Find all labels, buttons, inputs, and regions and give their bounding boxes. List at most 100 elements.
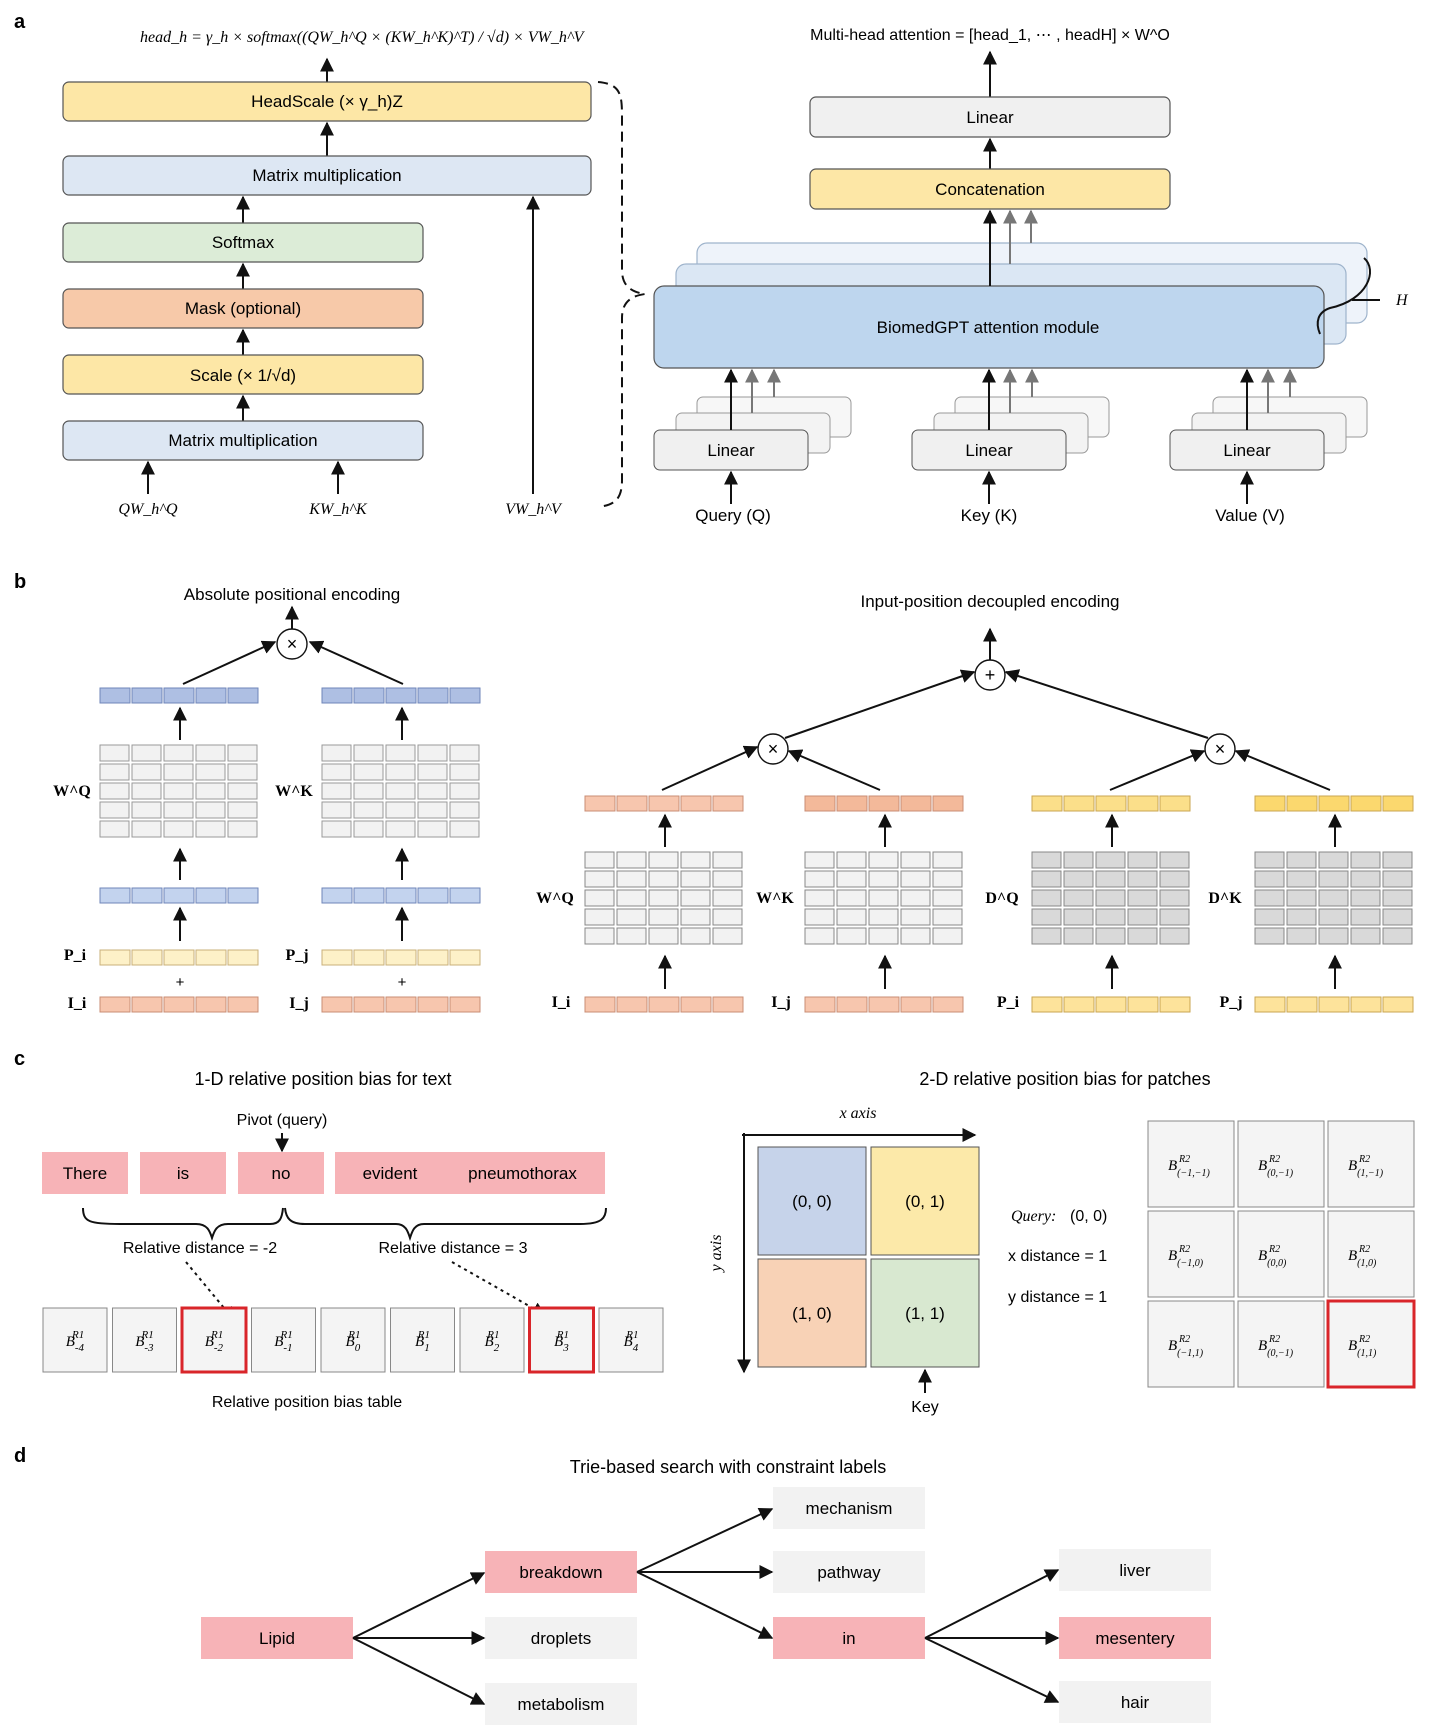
in-label: in (842, 1629, 855, 1648)
matrix-cell (1382, 870, 1413, 888)
matrix-cell (163, 763, 194, 781)
quadrant-cell (870, 1146, 980, 1256)
abs-title: Absolute positional encoding (184, 585, 400, 604)
matrix-cell (99, 744, 130, 762)
vector-cell (680, 996, 712, 1013)
input-q-input-vector (584, 996, 744, 1013)
bias-2d-cell (1237, 1210, 1325, 1298)
matmul-bottom-box (62, 420, 424, 461)
vector-cell (1350, 996, 1382, 1013)
matmul-top-label: Matrix multiplication (252, 166, 401, 185)
vector-cell (1127, 795, 1159, 812)
position-q-input-label: P_i (997, 994, 1020, 1011)
matrix-cell (1063, 889, 1094, 907)
vector-cell (163, 887, 195, 904)
vector-cell (163, 687, 195, 704)
matrix-cell (1031, 851, 1062, 869)
matrix-cell (804, 908, 835, 926)
vector-cell (712, 795, 744, 812)
linear-top-label: Linear (966, 108, 1014, 127)
vector-cell (227, 996, 259, 1013)
matrix-cell (385, 744, 416, 762)
vector-cell (131, 687, 163, 704)
position-label-left: P_i (64, 947, 87, 964)
matrix-cell (449, 820, 480, 838)
position-vector-left (99, 949, 259, 966)
liver-label: liver (1119, 1561, 1151, 1580)
query-value: (0, 0) (1070, 1208, 1107, 1225)
matmul-top-box (62, 155, 592, 196)
input-k-input-label: I_j (771, 994, 791, 1011)
matrix-cell (616, 870, 647, 888)
matrix-cell (449, 782, 480, 800)
input-multiply-op-symbol: × (768, 739, 779, 759)
matrix-cell (227, 744, 258, 762)
arrow (308, 640, 404, 685)
matrix-cell (1286, 927, 1317, 945)
matrix-cell (195, 744, 226, 762)
rel-dist-right: Relative distance = 3 (379, 1240, 528, 1257)
matrix-cell (932, 851, 963, 869)
softmax-label: Softmax (212, 233, 275, 252)
bias-2d-cell (1327, 1210, 1415, 1298)
concatenation-box (809, 168, 1171, 210)
bias-cell-label: B2R1 (485, 1329, 500, 1354)
vector-cell (131, 996, 163, 1013)
matrix-cell (1127, 870, 1158, 888)
matrix-cell (195, 782, 226, 800)
input-q: QW_h^Q (118, 501, 178, 518)
vector-cell (804, 795, 836, 812)
matrix-cell (1318, 927, 1349, 945)
matrix-cell (1127, 927, 1158, 945)
panel-label-d: d (14, 1445, 26, 1467)
bias-cell (42, 1307, 108, 1373)
arrow (924, 1569, 1060, 1639)
vector-cell (1159, 996, 1191, 1013)
position-q-input-vector (1031, 996, 1191, 1013)
linear-q-label: Linear (707, 441, 755, 460)
title-1d: 1-D relative position bias for text (194, 1069, 451, 1089)
bias-cell (459, 1307, 525, 1373)
matrix-cell (1350, 889, 1381, 907)
quadrant-label: (1, 1) (905, 1304, 945, 1323)
vector-cell (449, 949, 481, 966)
vector-cell (1031, 996, 1063, 1013)
vector-cell (648, 795, 680, 812)
liver-box (1059, 1549, 1211, 1591)
y-distance: y distance = 1 (1008, 1289, 1107, 1306)
headscale-box (62, 81, 592, 122)
matrix-cell (227, 820, 258, 838)
matrix-cell (227, 763, 258, 781)
matrix-cell (616, 889, 647, 907)
weight-label-left: W^Q (53, 783, 91, 800)
vector-cell (1286, 996, 1318, 1013)
abs-weight-matrix-left (99, 744, 258, 838)
bias-2d-cell (1147, 1300, 1235, 1388)
matrix-cell (868, 851, 899, 869)
droplets-box (485, 1617, 637, 1659)
matrix-cell (836, 927, 867, 945)
abs-multiply-op-symbol: × (287, 634, 298, 654)
vector-cell (932, 996, 964, 1013)
headscale-label: HeadScale (× γ_h)Z (251, 92, 403, 111)
vector-cell (1318, 795, 1350, 812)
matrix-cell (1318, 870, 1349, 888)
input-k-weight-label: W^K (756, 890, 794, 907)
rel-dist-left: Relative distance = -2 (123, 1240, 277, 1257)
matrix-cell (932, 927, 963, 945)
matrix-cell (1063, 870, 1094, 888)
matrix-cell (1254, 851, 1285, 869)
matrix-cell (1254, 927, 1285, 945)
arrow (1004, 669, 1209, 739)
x-distance: x distance = 1 (1008, 1248, 1107, 1265)
pathway-label: pathway (817, 1563, 881, 1582)
matrix-cell (1159, 870, 1190, 888)
matrix-cell (417, 744, 448, 762)
mechanism-label: mechanism (806, 1499, 893, 1518)
position-k-weight-matrix (1254, 851, 1413, 945)
vector-cell (99, 949, 131, 966)
query-label: Query (Q) (695, 506, 771, 525)
token-box (42, 1152, 128, 1194)
vector-cell (804, 996, 836, 1013)
matrix-cell (584, 927, 615, 945)
